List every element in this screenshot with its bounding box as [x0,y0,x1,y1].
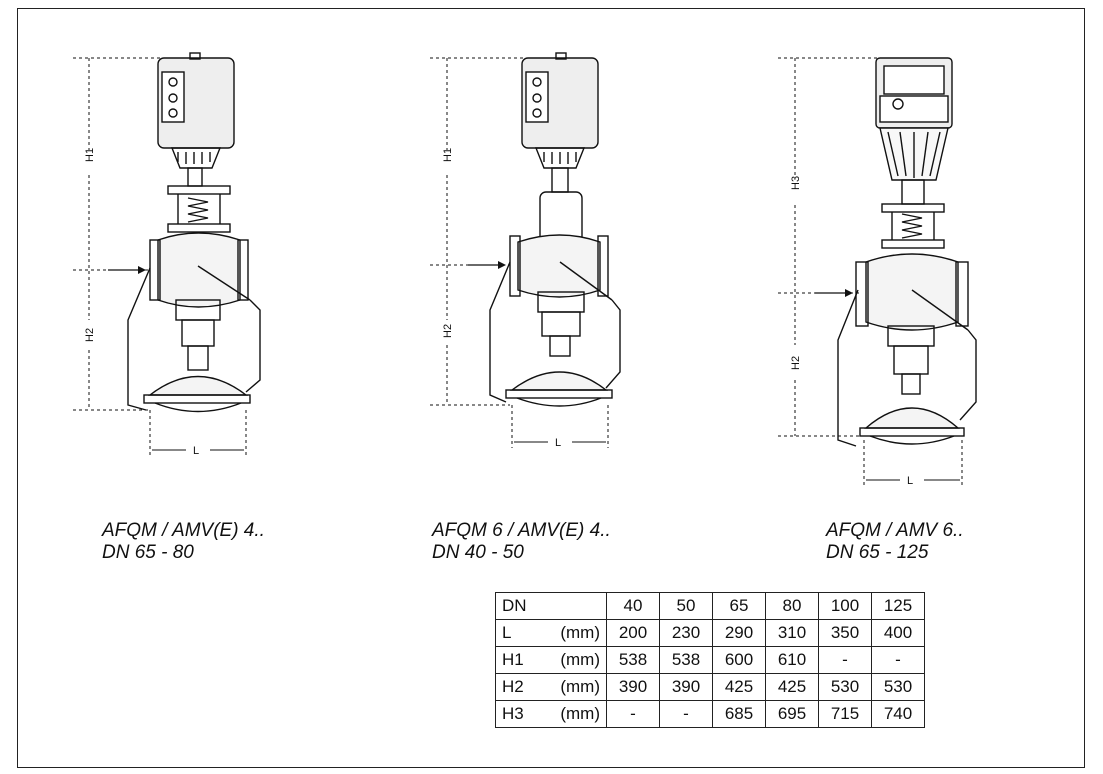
table-header-label: DN [495,592,607,620]
table-cell: 350 [818,619,872,647]
dim-label-l-1: L [193,445,199,457]
dimension-l-2 [511,405,609,448]
table-row-param: H2 [495,673,546,701]
dim-label-h3-3: H3 [790,176,802,190]
caption-model-3: AFQM / AMV 6.. [826,520,964,541]
table-cell: - [606,700,660,728]
valve-drawing-3: H3 H2 L [778,57,977,487]
table-cell: 538 [606,646,660,674]
table-row-param: H3 [495,700,546,728]
valve-drawing-1: H1 H2 [73,52,261,457]
table-cell: 290 [712,619,766,647]
table-cell: - [659,700,713,728]
dimensions-table: DN 40 50 65 80 100 125 L (mm) 200 230 29… [495,592,925,728]
table-cell: 530 [818,673,872,701]
dim-label-h1-2: H1 [442,148,454,162]
diaphragm-2 [509,371,609,391]
table-row: H3 (mm) - - 685 695 715 740 [495,700,925,728]
dim-label-h2-1: H2 [84,328,96,342]
table-header-cell: 100 [818,592,872,620]
table-cell: 685 [712,700,766,728]
table-header-cell: 50 [659,592,713,620]
table-cell: 715 [818,700,872,728]
dimension-l-3 [863,440,963,485]
table-cell: 230 [659,619,713,647]
table-cell: 530 [871,673,925,701]
table-header-cell: 80 [765,592,819,620]
caption-range-2: DN 40 - 50 [432,542,524,563]
table-header-cell: 40 [606,592,660,620]
table-cell: 695 [765,700,819,728]
valve-drawing-2: H1 H2 L [430,52,621,449]
table-cell: 390 [606,673,660,701]
diaphragm-1 [147,375,249,396]
table-cell: 425 [765,673,819,701]
table-row: H1 (mm) 538 538 600 610 - - [495,646,925,674]
caption-model-1: AFQM / AMV(E) 4.. [102,520,265,541]
table-cell: - [871,646,925,674]
table-cell: 390 [659,673,713,701]
dim-label-l-3: L [907,475,913,487]
table-cell: 538 [659,646,713,674]
table-cell: 600 [712,646,766,674]
drawing-frame [17,8,1085,768]
caption-range-3: DN 65 - 125 [826,542,929,563]
table-header-cell: 65 [712,592,766,620]
table-row-param: H1 [495,646,546,674]
table-row-unit: (mm) [546,700,607,728]
table-cell: 425 [712,673,766,701]
caption-range-1: DN 65 - 80 [102,542,194,563]
dim-label-h2-3: H2 [790,356,802,370]
table-header-cell: 125 [871,592,925,620]
caption-valve-1: AFQM / AMV(E) 4.. DN 65 - 80 [102,520,265,564]
table-row: H2 (mm) 390 390 425 425 530 530 [495,673,925,701]
caption-model-2: AFQM 6 / AMV(E) 4.. [432,520,611,541]
table-header-row: DN 40 50 65 80 100 125 [495,592,925,620]
table-cell: 310 [765,619,819,647]
table-cell: 200 [606,619,660,647]
table-row-unit: (mm) [546,619,607,647]
dim-label-h2-2: H2 [442,324,454,338]
table-row-unit: (mm) [546,646,607,674]
table-row: L (mm) 200 230 290 310 350 400 [495,619,925,647]
table-cell: 610 [765,646,819,674]
table-row-param: L [495,619,546,647]
dimension-l-1 [149,410,247,455]
table-row-unit: (mm) [546,673,607,701]
dim-label-l-2: L [555,437,561,449]
dim-label-h1-1: H1 [84,148,96,162]
diaphragm-3 [864,407,960,429]
caption-valve-2: AFQM 6 / AMV(E) 4.. DN 40 - 50 [432,520,611,564]
table-cell: 400 [871,619,925,647]
table-cell: 740 [871,700,925,728]
table-cell: - [818,646,872,674]
caption-valve-3: AFQM / AMV 6.. DN 65 - 125 [826,520,964,564]
